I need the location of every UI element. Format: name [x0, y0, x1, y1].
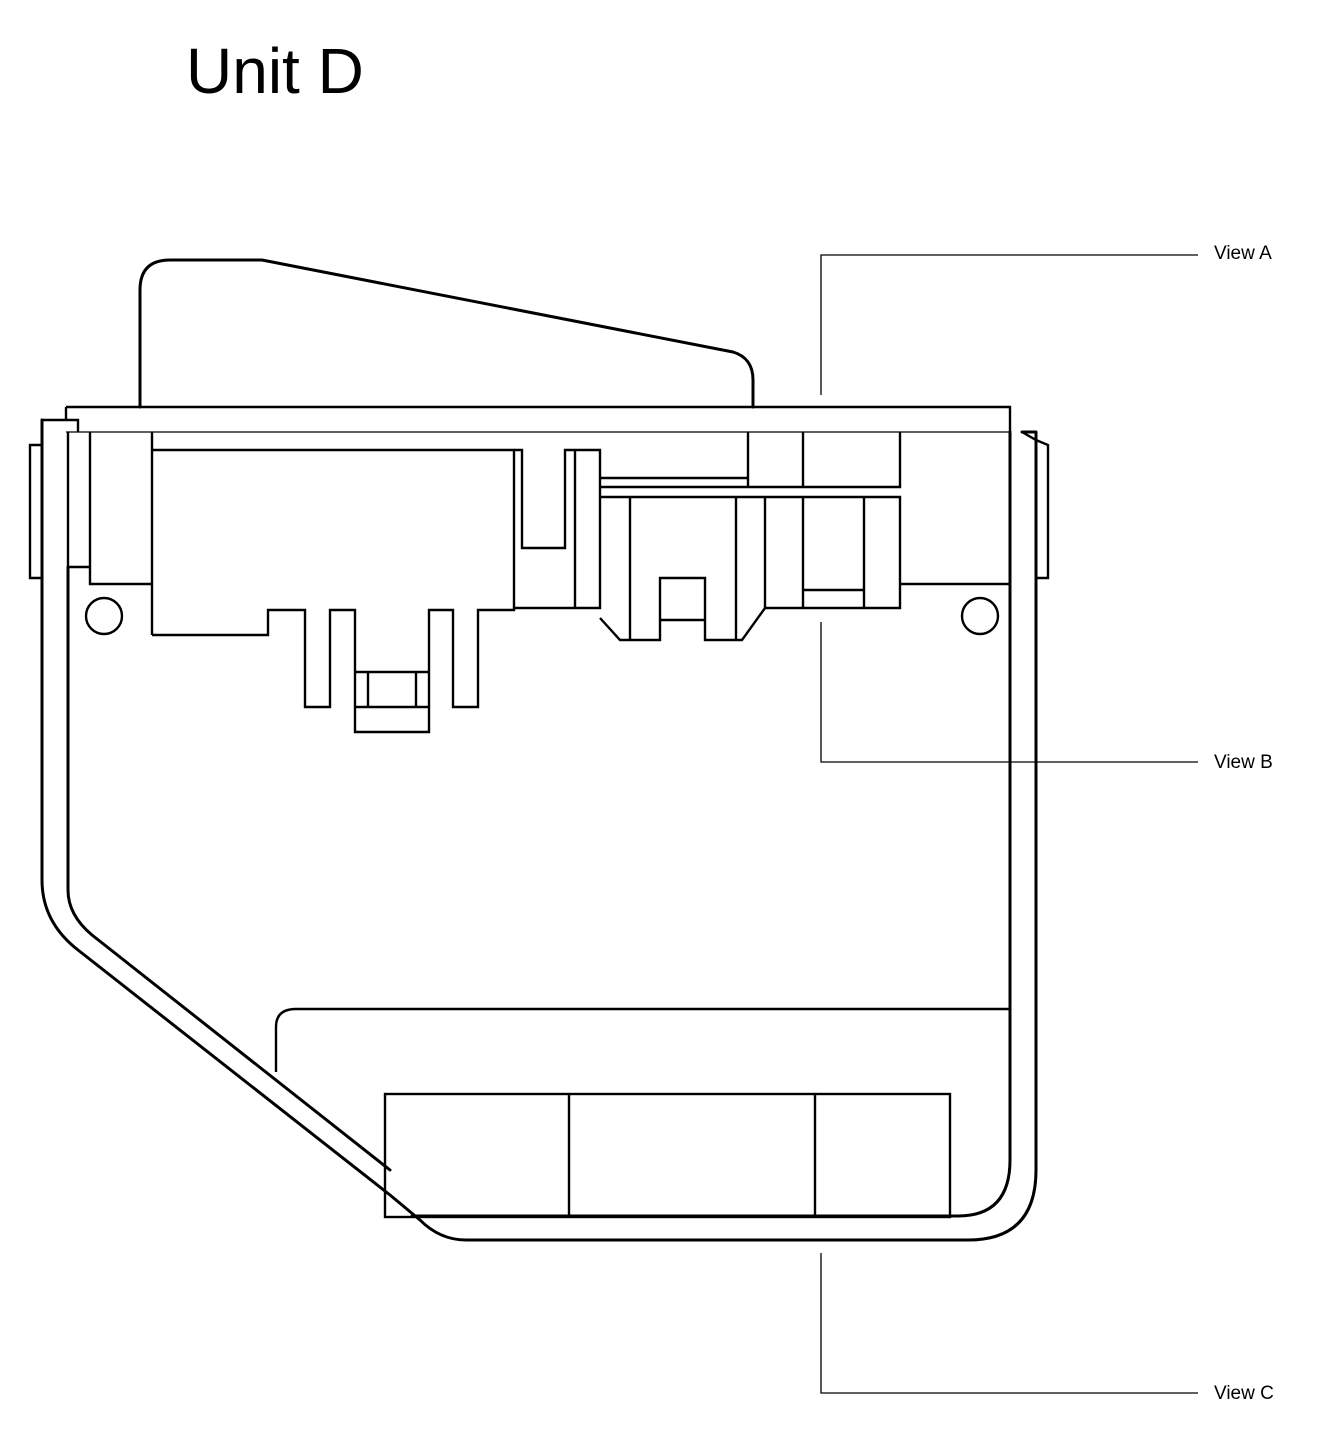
- right-mounting-hole: [960, 596, 1000, 636]
- relay-terminal: [355, 670, 429, 709]
- view-c-leader: [820, 1253, 1198, 1394]
- large-relay-block: [152, 448, 516, 734]
- fuse-board-outline: [88, 432, 1010, 586]
- middle-fuse-slots: [514, 448, 602, 610]
- view-c-label: View C: [1214, 1383, 1274, 1404]
- top-cover: [138, 258, 755, 409]
- view-b-label: View B: [1214, 752, 1273, 773]
- view-a-label: View A: [1214, 243, 1272, 264]
- lower-compartment: [274, 1007, 1010, 1072]
- bottom-connector-block: [383, 1092, 952, 1219]
- diagram-title: Unit D: [186, 35, 364, 107]
- left-clip: [40, 418, 90, 569]
- top-rail: [64, 405, 1012, 432]
- right-mounting-tab: [1021, 430, 1050, 580]
- left-mounting-hole: [84, 596, 124, 636]
- right-relay-block: [599, 495, 902, 642]
- outer-housing: [40, 418, 1038, 1242]
- view-a-leader: [820, 254, 1198, 395]
- view-b-leader: [820, 622, 1198, 763]
- inner-housing-wall: [66, 430, 1012, 1218]
- right-relay-upper: [600, 432, 902, 489]
- left-mounting-tab: [28, 443, 42, 580]
